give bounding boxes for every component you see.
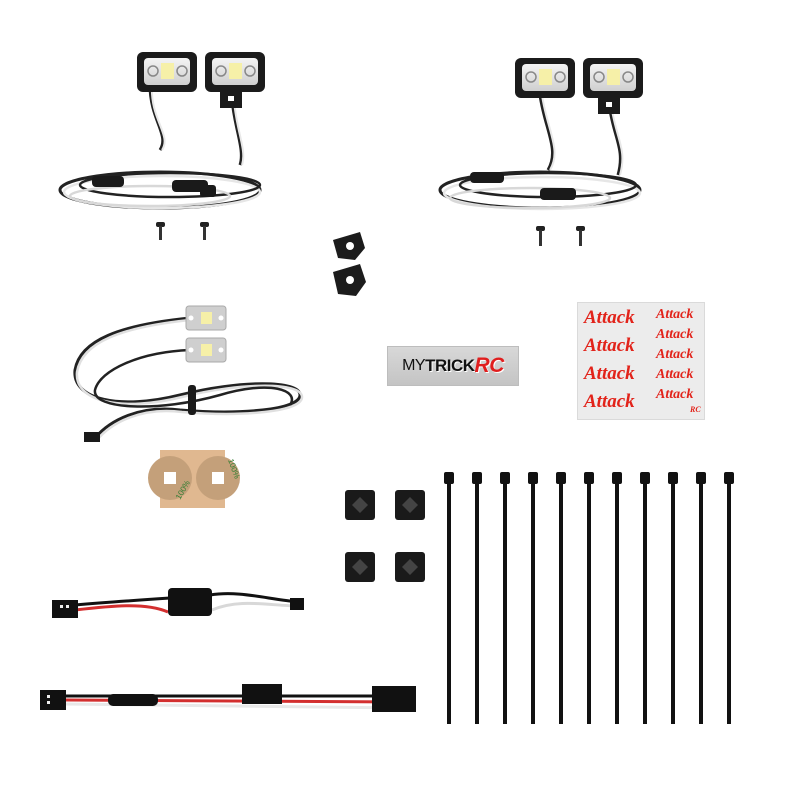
mytrickrc-logo-sticker: MY TRICK RC bbox=[387, 346, 519, 386]
controller-lead bbox=[52, 588, 304, 618]
cable-ties bbox=[444, 472, 734, 724]
decal-large: Attack bbox=[584, 391, 635, 412]
decal-small: Attack bbox=[656, 307, 694, 322]
logo-prefix: MY bbox=[402, 357, 426, 374]
decal-large: Attack bbox=[584, 335, 635, 356]
decal-large: Attack bbox=[584, 363, 635, 384]
cable-tie-mounts bbox=[345, 490, 425, 582]
attack-decal-sheet: Attack Attack Attack Attack Attack Attac… bbox=[577, 302, 705, 420]
mounting-brackets bbox=[333, 232, 366, 296]
light-pod-pair-right bbox=[438, 58, 643, 211]
decal-small: Attack bbox=[656, 387, 694, 402]
light-pod-pair-left bbox=[58, 52, 265, 210]
servo-y-lead bbox=[40, 684, 416, 712]
logo-brand: TRICK bbox=[425, 356, 475, 375]
adhesive-pads: 100% 100% bbox=[148, 450, 242, 508]
decal-large: Attack bbox=[584, 307, 635, 328]
screws-right bbox=[536, 226, 585, 246]
decal-small: Attack bbox=[656, 327, 694, 342]
decal-small: Attack bbox=[656, 347, 694, 362]
decal-rc-mark: RC bbox=[690, 405, 701, 414]
screws-left bbox=[156, 222, 209, 240]
decal-small: Attack bbox=[656, 367, 694, 382]
flat-led-boards bbox=[73, 305, 304, 442]
logo-suffix: RC bbox=[474, 354, 505, 377]
